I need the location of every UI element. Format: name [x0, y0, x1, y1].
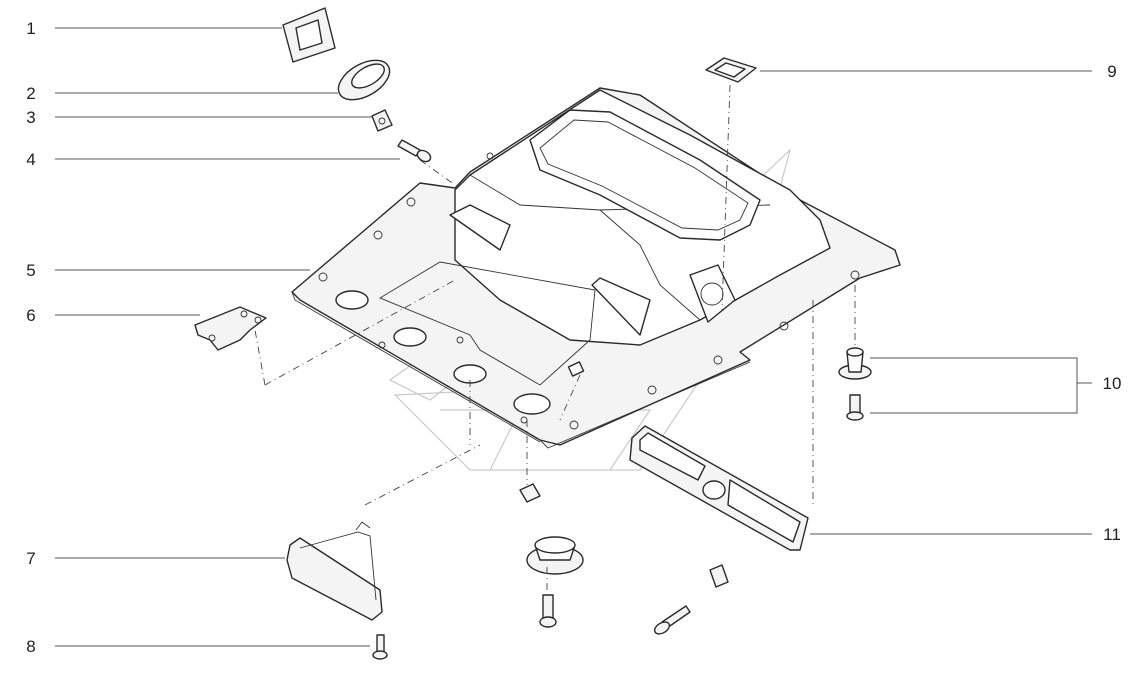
part-2-grommet	[337, 59, 391, 101]
part-8-screw	[372, 634, 388, 660]
part-9-gasket	[705, 57, 757, 83]
leader-lines	[55, 27, 1092, 647]
callout-7: 7	[26, 549, 35, 568]
callout-10: 10	[1103, 374, 1122, 393]
part-6-bracket	[194, 306, 267, 351]
lower-fasteners	[519, 483, 729, 635]
callout-6: 6	[26, 306, 35, 325]
callout-labels: 1 2 3 4 5 6 7 8 9 10 11	[26, 19, 1121, 656]
callout-5: 5	[26, 261, 35, 280]
callout-11: 11	[1103, 525, 1121, 544]
part-7-handle-cover	[286, 521, 383, 621]
callout-3: 3	[26, 108, 35, 127]
callout-4: 4	[26, 150, 35, 169]
part-4-screw	[397, 139, 432, 163]
parcel-shelf	[291, 87, 901, 449]
callout-8: 8	[26, 637, 35, 656]
part-11-vent-grille	[629, 425, 809, 551]
callout-9: 9	[1107, 62, 1116, 81]
part-3-clip-nut	[371, 109, 393, 132]
part-10-clip-and-screw	[838, 347, 872, 421]
callout-2: 2	[26, 84, 35, 103]
callout-1: 1	[26, 19, 35, 38]
part-1-gasket	[282, 7, 336, 63]
assembly-center-lines	[254, 84, 856, 590]
